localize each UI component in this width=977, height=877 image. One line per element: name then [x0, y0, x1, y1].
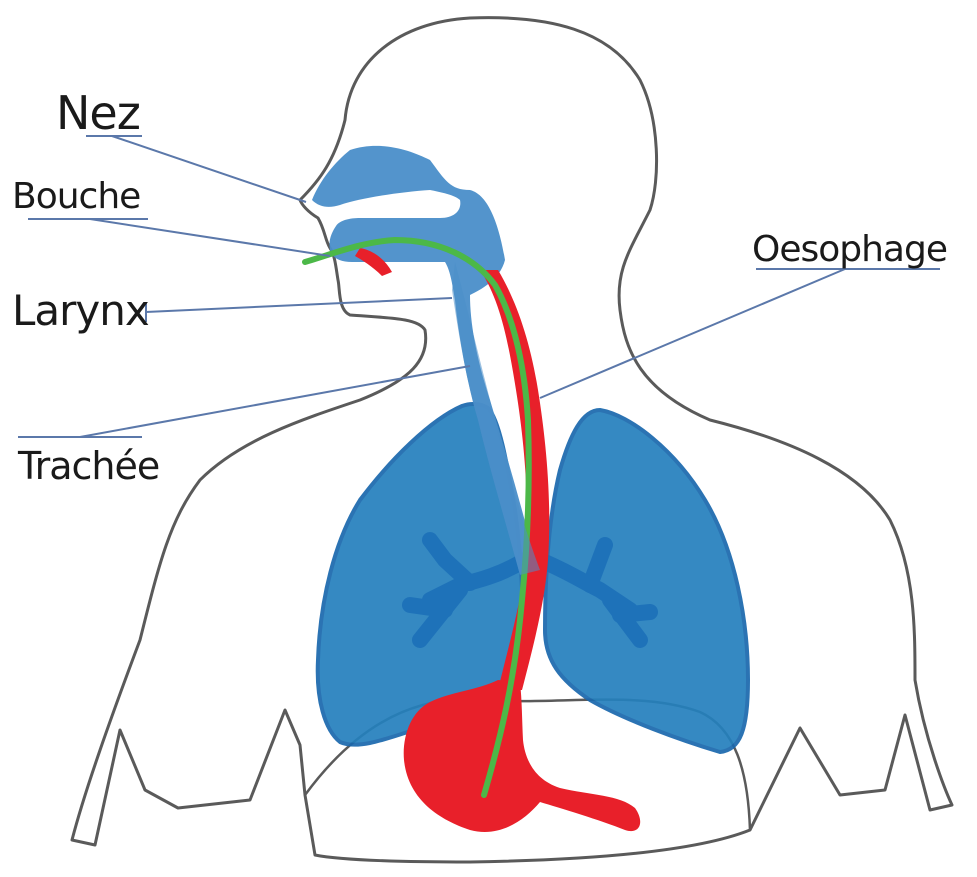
label-trachee: Trachée — [18, 444, 159, 488]
nez-pointer — [112, 136, 306, 202]
bouche-pointer — [90, 219, 330, 256]
label-oesophage: Oesophage — [752, 229, 947, 270]
label-nez: Nez — [56, 86, 140, 140]
label-larynx: Larynx — [12, 286, 149, 335]
label-bouche: Bouche — [12, 176, 140, 217]
